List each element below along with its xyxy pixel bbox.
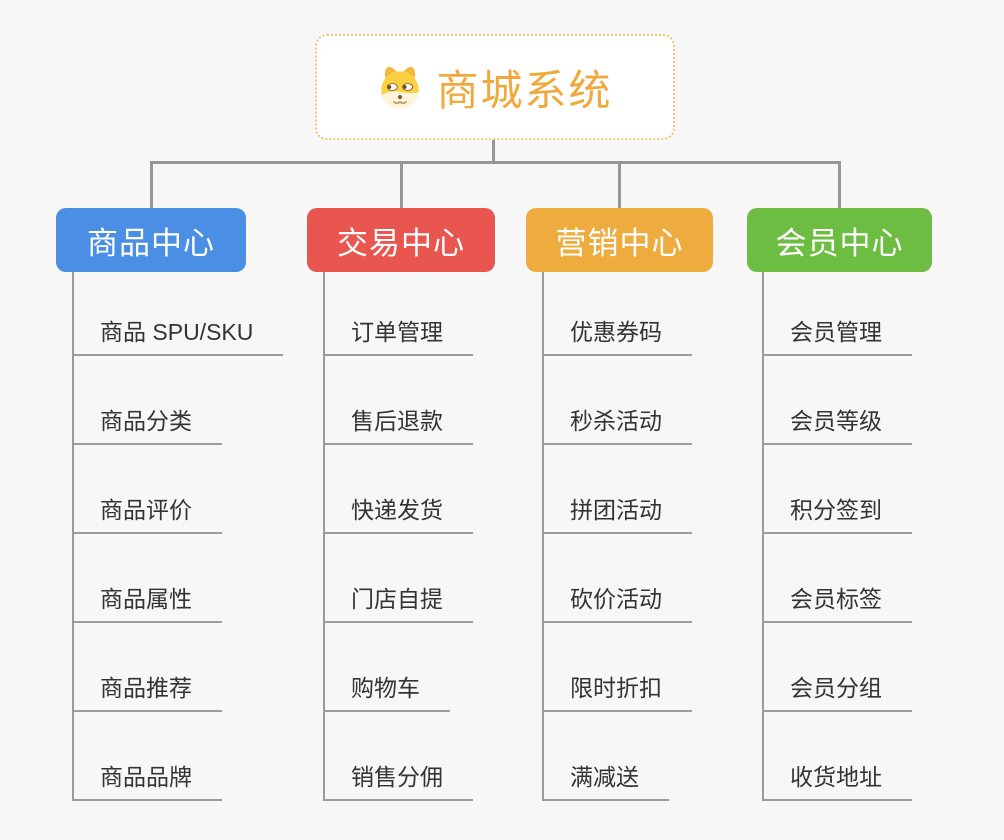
leaf-node[interactable]: 会员等级 (762, 397, 912, 445)
branch-node-member-center[interactable]: 会员中心 (747, 208, 932, 272)
leaf-node[interactable]: 会员分组 (762, 664, 912, 712)
leaf-label: 快递发货 (351, 497, 443, 523)
leaf-node[interactable]: 商品属性 (72, 575, 222, 623)
connector-root-drop (492, 140, 495, 164)
leaf-label: 订单管理 (351, 319, 443, 345)
leaf-label: 销售分佣 (351, 764, 443, 790)
leaf-node[interactable]: 会员标签 (762, 575, 912, 623)
leaf-label: 积分签到 (790, 497, 882, 523)
leaf-node[interactable]: 门店自提 (323, 575, 473, 623)
connector-spine (150, 161, 841, 164)
leaf-label: 会员分组 (790, 675, 882, 701)
leaf-label: 售后退款 (351, 408, 443, 434)
leaf-node[interactable]: 商品品牌 (72, 753, 222, 801)
leaf-label: 收货地址 (790, 764, 882, 790)
trunk-branch-3 (542, 272, 544, 801)
connector-drop-branch-4 (838, 164, 841, 208)
trunk-branch-1 (72, 272, 74, 801)
leaf-node[interactable]: 购物车 (323, 664, 450, 712)
leaf-node[interactable]: 会员管理 (762, 308, 912, 356)
leaf-label: 满减送 (570, 764, 639, 790)
leaf-node[interactable]: 拼团活动 (542, 486, 692, 534)
leaf-label: 秒杀活动 (570, 408, 662, 434)
connector-drop-branch-1 (150, 164, 153, 208)
leaf-node[interactable]: 限时折扣 (542, 664, 692, 712)
connector-drop-branch-2 (400, 164, 403, 208)
leaf-node[interactable]: 销售分佣 (323, 753, 473, 801)
leaf-node[interactable]: 满减送 (542, 753, 669, 801)
leaf-node[interactable]: 砍价活动 (542, 575, 692, 623)
connector-drop-branch-3 (618, 164, 621, 208)
leaf-label: 砍价活动 (570, 586, 662, 612)
leaf-node[interactable]: 优惠券码 (542, 308, 692, 356)
leaf-node[interactable]: 积分签到 (762, 486, 912, 534)
branch-node-trade-center[interactable]: 交易中心 (307, 208, 495, 272)
trunk-branch-4 (762, 272, 764, 801)
dog-icon (381, 66, 420, 109)
leaf-label: 拼团活动 (570, 497, 662, 523)
leaf-label: 限时折扣 (570, 675, 662, 701)
root-title: 商城系统 (436, 66, 613, 114)
leaf-node[interactable]: 商品 SPU/SKU (72, 308, 284, 356)
leaf-label: 商品分类 (100, 408, 192, 434)
leaf-node[interactable]: 订单管理 (323, 308, 473, 356)
leaf-node[interactable]: 售后退款 (323, 397, 473, 445)
root-node[interactable]: 商城系统 (315, 34, 675, 140)
leaf-node[interactable]: 商品评价 (72, 486, 222, 534)
leaf-label: 商品品牌 (100, 764, 192, 790)
leaf-node[interactable]: 快递发货 (323, 486, 473, 534)
leaf-label: 优惠券码 (570, 319, 662, 345)
leaf-node[interactable]: 收货地址 (762, 753, 912, 801)
leaf-label: 会员等级 (790, 408, 882, 434)
leaf-node[interactable]: 商品分类 (72, 397, 222, 445)
leaf-label: 商品属性 (100, 586, 192, 612)
leaf-node[interactable]: 商品推荐 (72, 664, 222, 712)
leaf-label: 商品推荐 (100, 675, 192, 701)
leaf-label: 商品 SPU/SKU (100, 319, 254, 345)
leaf-label: 门店自提 (351, 586, 443, 612)
leaf-node[interactable]: 秒杀活动 (542, 397, 692, 445)
leaf-label: 会员标签 (790, 586, 882, 612)
leaf-label: 会员管理 (790, 319, 882, 345)
branch-node-marketing-center[interactable]: 营销中心 (526, 208, 713, 272)
leaf-label: 购物车 (351, 675, 420, 701)
leaf-label: 商品评价 (100, 497, 192, 523)
branch-node-product-center[interactable]: 商品中心 (56, 208, 246, 272)
trunk-branch-2 (323, 272, 325, 801)
